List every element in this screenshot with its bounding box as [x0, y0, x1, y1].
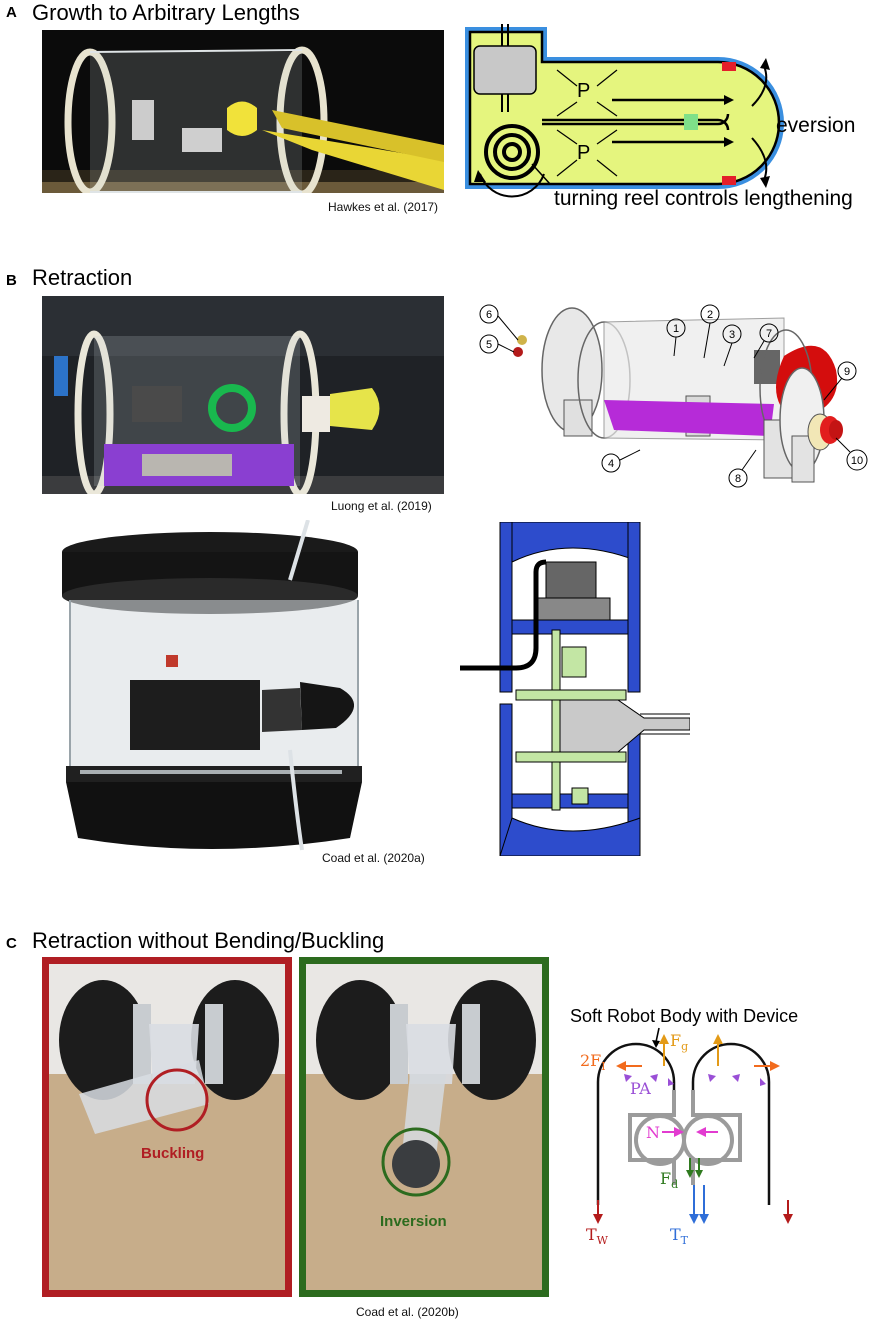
callout-10: 10	[851, 455, 863, 467]
reel-label: turning reel controls lengthening	[554, 187, 853, 210]
panel-b-credit-top: Luong et al. (2019)	[331, 499, 432, 513]
force-fg-label: F	[670, 1031, 681, 1050]
inversion-photo: Inversion	[299, 957, 549, 1297]
pressure-label-top: P	[577, 80, 590, 102]
svg-text:TT: TT	[670, 1225, 689, 1247]
panel-b-letter: B	[6, 272, 17, 289]
svg-text:Fd: Fd	[660, 1169, 678, 1191]
force-diagram: Soft Robot Body with Device	[560, 1000, 860, 1250]
tension-w-sub: W	[597, 1234, 609, 1247]
force-fg-sub: g	[681, 1040, 688, 1053]
cylinder-section-diagram	[460, 521, 691, 857]
inversion-label: Inversion	[380, 1213, 447, 1230]
panel-a-title: Growth to Arbitrary Lengths	[32, 0, 300, 25]
buckling-photo: Buckling	[42, 957, 292, 1297]
force-fd-sub: d	[671, 1178, 678, 1191]
force-diagram-heading: Soft Robot Body with Device	[570, 1006, 798, 1026]
tension-t-label: T	[670, 1225, 681, 1244]
force-fd-label: F	[660, 1169, 671, 1188]
normal-force-label: N	[646, 1123, 660, 1142]
callout-1: 1	[673, 323, 679, 335]
callout-7: 7	[766, 328, 772, 340]
callout-2: 2	[707, 309, 713, 321]
svg-text:TW: TW	[586, 1225, 609, 1247]
svg-text:Fg: Fg	[670, 1031, 688, 1053]
growth-device-photo	[42, 30, 444, 193]
pa-label: PA	[630, 1079, 651, 1098]
force-fi-label: 2F	[580, 1051, 601, 1070]
panel-b-title: Retraction	[32, 265, 133, 290]
callout-3: 3	[729, 329, 735, 341]
cylinder-device-photo	[40, 520, 444, 860]
callout-4: 4	[608, 458, 614, 470]
buckling-label: Buckling	[141, 1145, 204, 1162]
panel-c-title: Retraction without Bending/Buckling	[32, 928, 385, 953]
tension-t-sub: T	[681, 1234, 689, 1247]
callout-6: 6	[486, 309, 492, 321]
panel-a-letter: A	[6, 4, 17, 21]
panel-c-credit: Coad et al. (2020b)	[356, 1305, 459, 1319]
callout-9: 9	[844, 366, 850, 378]
eversion-diagram: P P eversion turning reel controls lengt…	[462, 24, 886, 214]
callout-8: 8	[735, 473, 741, 485]
panel-b-credit-bottom: Coad et al. (2020a)	[322, 851, 425, 865]
eversion-label: eversion	[776, 114, 855, 137]
force-fi-sub: I	[601, 1060, 605, 1073]
retraction-device-photo	[42, 296, 444, 494]
tension-w-label: T	[586, 1225, 597, 1244]
svg-text:2FI: 2FI	[580, 1051, 606, 1073]
pressure-label-bottom: P	[577, 142, 590, 164]
panel-a-credit: Hawkes et al. (2017)	[328, 200, 439, 214]
retraction-cad-diagram: 1 2 3 4 5 6 7 8 9 10	[464, 300, 874, 490]
callout-5: 5	[486, 339, 492, 351]
panel-c-letter: C	[6, 935, 17, 952]
